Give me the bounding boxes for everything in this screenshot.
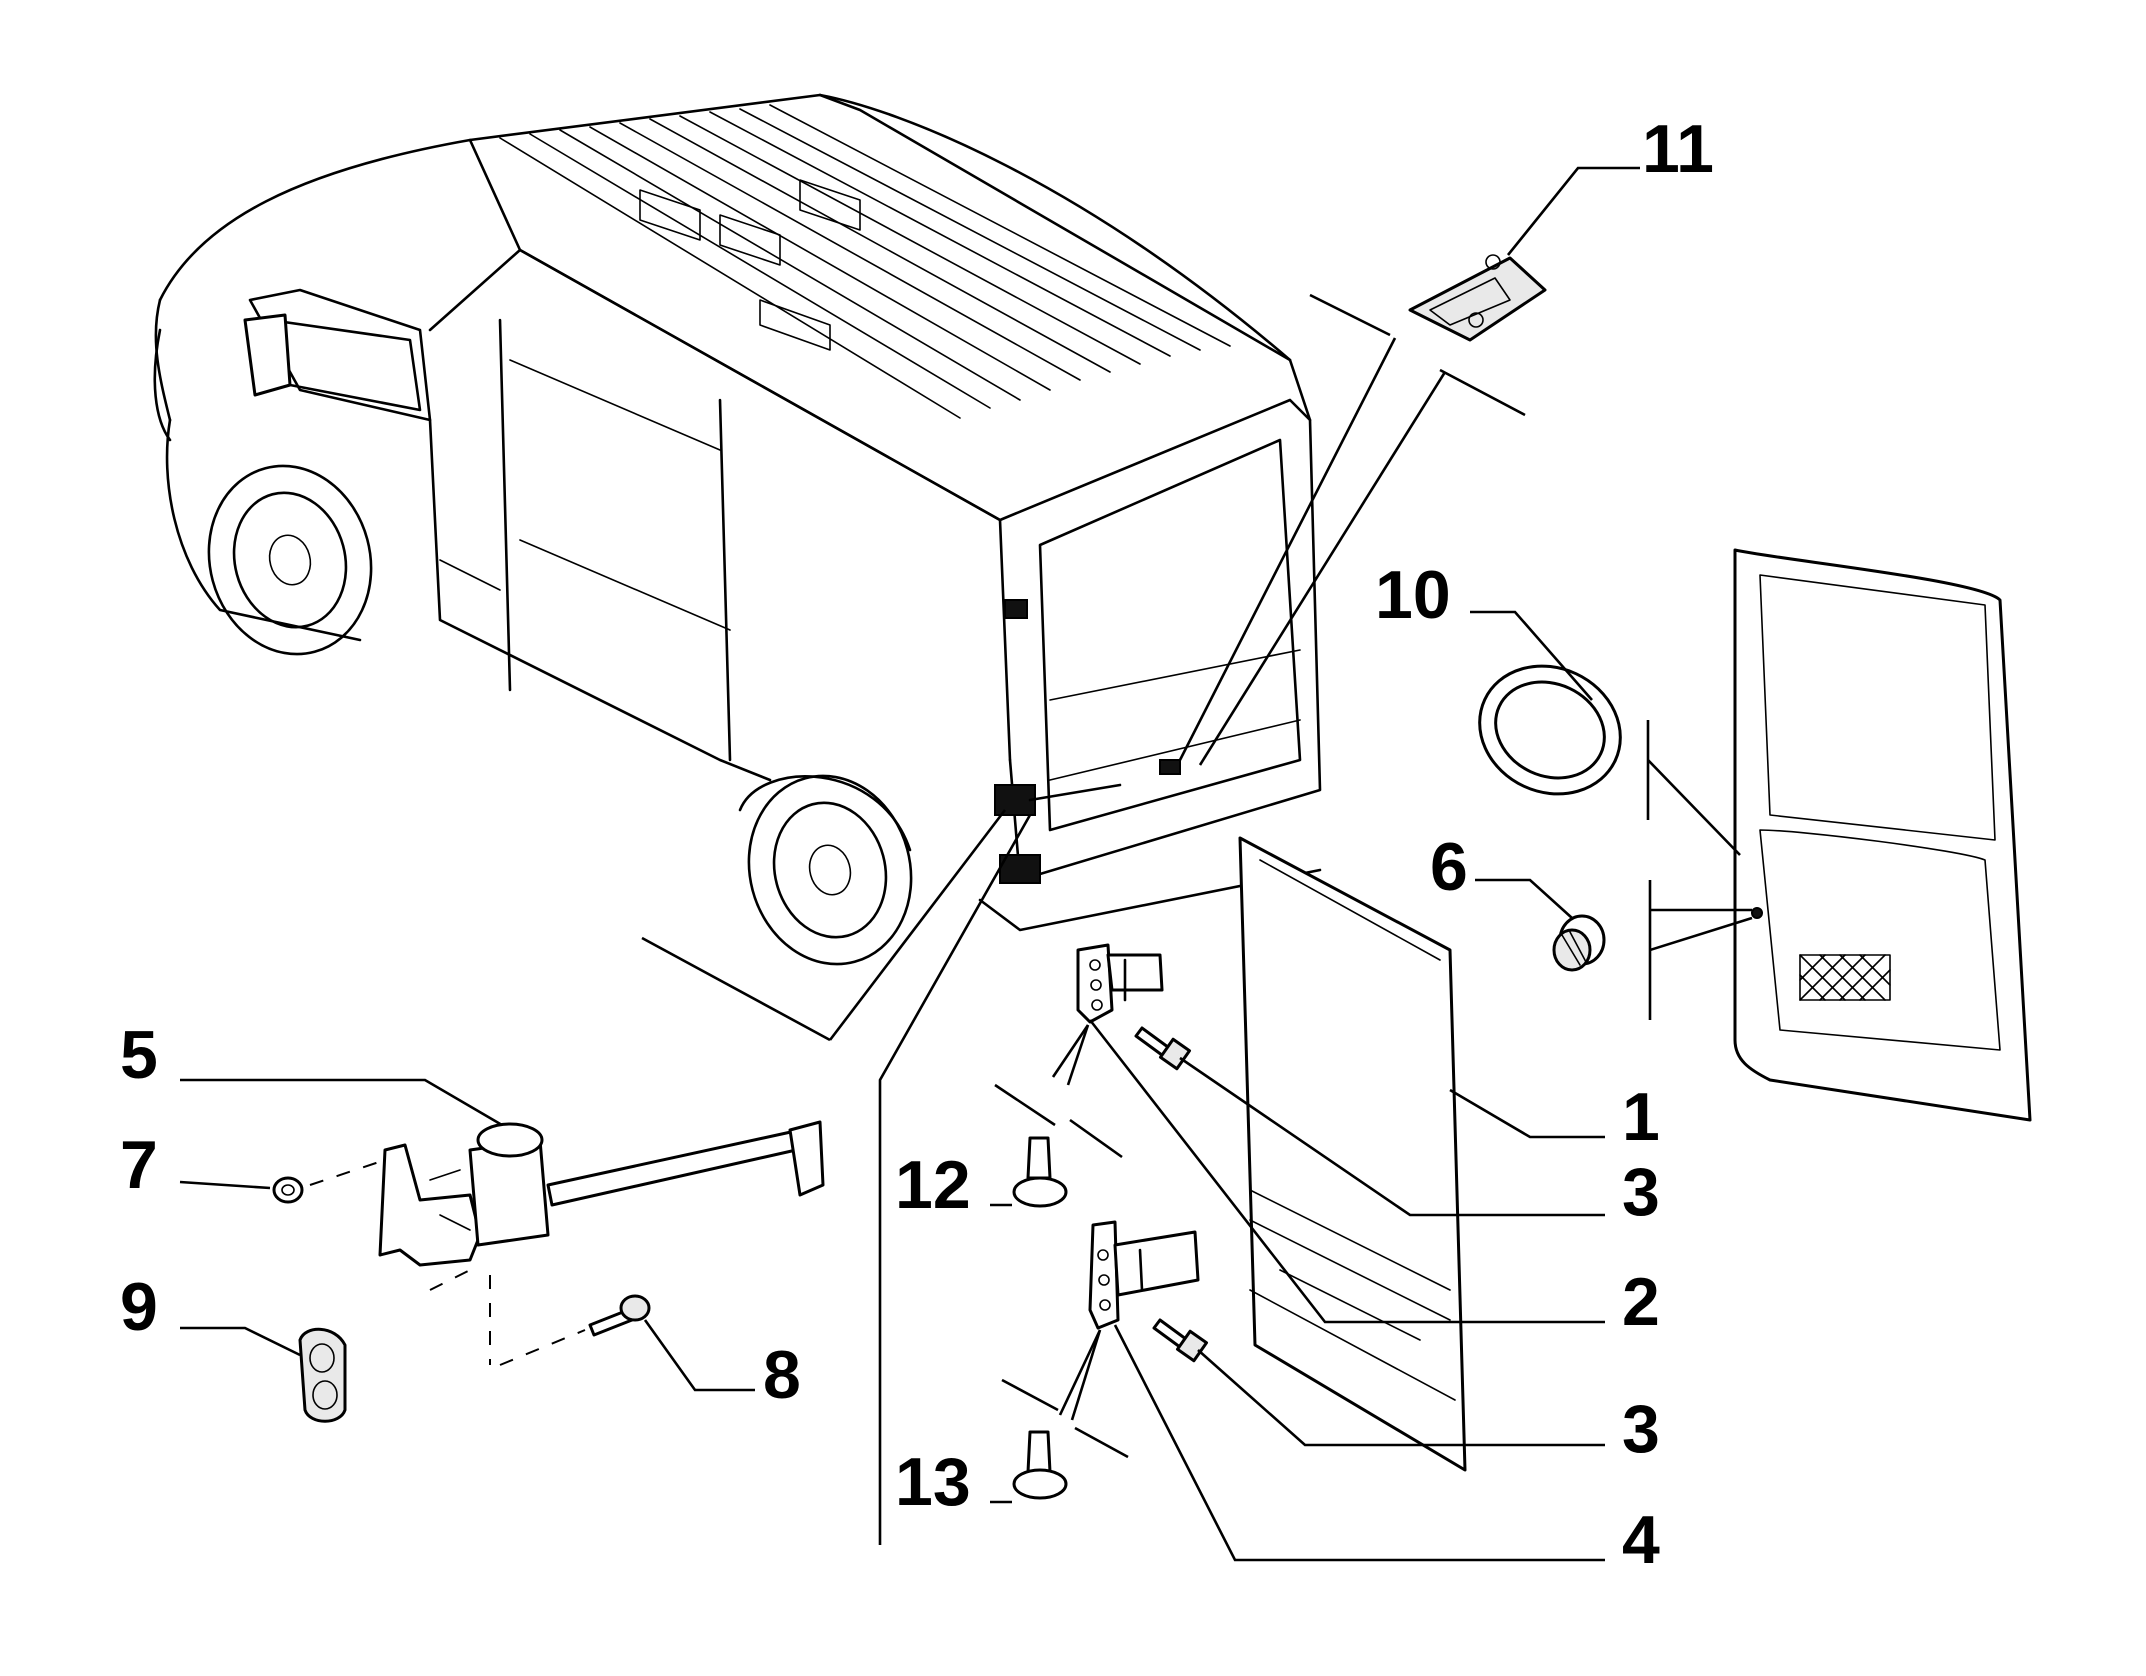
door-panel-part-1 [1238,836,1467,1472]
callout-12: 12 [895,1147,971,1223]
callout-2: 2 [1622,1264,1660,1340]
callout-6: 6 [1430,829,1468,905]
screw-part-3-upper [1134,1026,1192,1071]
leader-lines [179,166,1753,1562]
screw-part-3-lower [1152,1318,1209,1363]
callout-8: 8 [763,1337,801,1413]
callout-4: 4 [1622,1502,1660,1578]
buffer-part-9 [298,1327,347,1423]
callout-10: 10 [1375,557,1451,633]
lower-hinge-part-4 [1088,1220,1200,1330]
callout-13: 13 [895,1444,971,1520]
callout-3-lower: 3 [1622,1391,1660,1467]
oval-seal-part-10 [1478,664,1622,796]
callout-5: 5 [120,1017,158,1093]
callout-1: 1 [1622,1079,1660,1155]
callout-3-upper: 3 [1622,1154,1660,1230]
van-illustration [153,93,1322,966]
callout-7: 7 [120,1127,158,1203]
callout-11: 11 [1642,111,1714,187]
plate-part-11 [1408,254,1547,342]
callout-9: 9 [120,1269,158,1345]
nut-part-7 [272,1176,304,1204]
door-check-part-5 [378,1120,825,1267]
clip-part-12 [1012,1136,1068,1208]
upper-hinge-part-2 [1076,943,1164,1024]
callout-labels: 11 10 6 1 3 2 3 4 5 7 9 8 12 13 [120,111,1714,1578]
bolt-part-8 [588,1294,651,1337]
plug-part-6 [1552,914,1606,972]
rear-door-view [1733,548,2032,1122]
clip-part-13 [1012,1430,1068,1500]
